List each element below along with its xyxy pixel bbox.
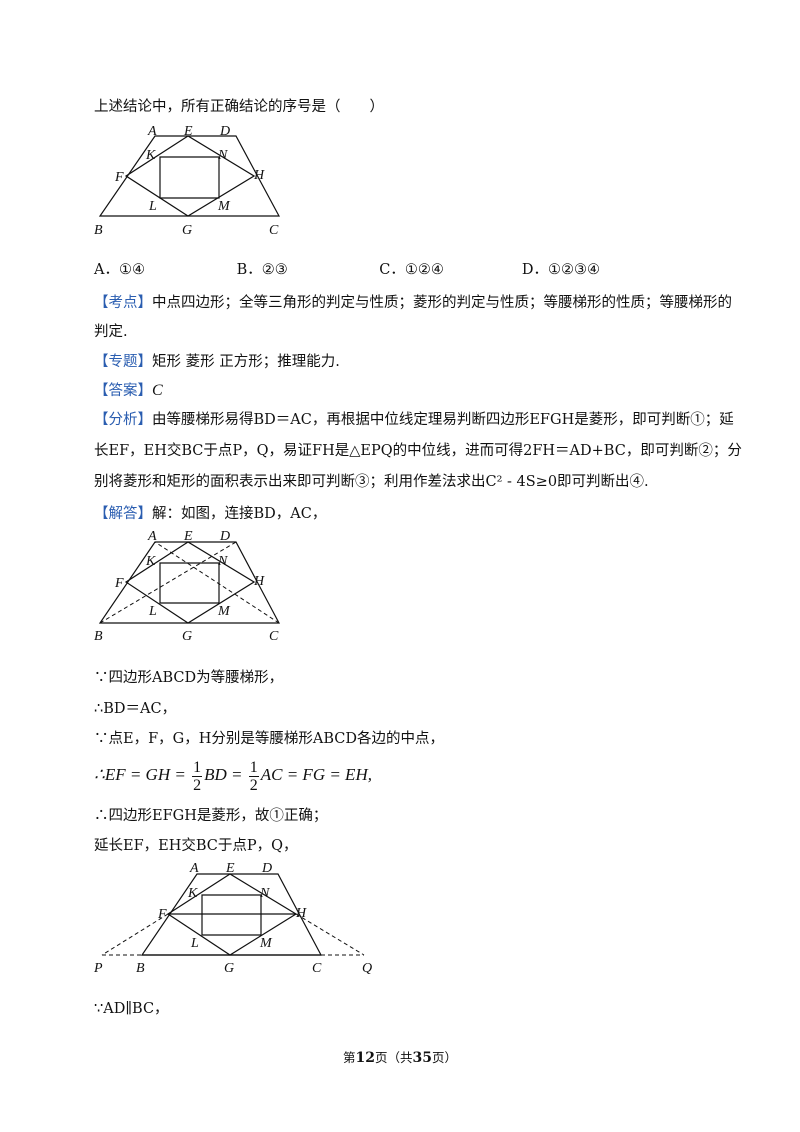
label-B: B bbox=[94, 223, 103, 238]
label-F-3: F bbox=[157, 907, 167, 922]
kaodian-tag: 【考点】 bbox=[94, 295, 152, 311]
answer-value: C bbox=[152, 382, 163, 399]
options-row: A．①④ B．②③ C．①②④ D．①②③④ bbox=[94, 260, 600, 280]
label-A-2: A bbox=[147, 529, 157, 544]
kaodian-line: 【考点】中点四边形；全等三角形的判定与性质；菱形的判定与性质；等腰梯形的性质；等… bbox=[94, 293, 732, 313]
question-stem: 上述结论中，所有正确结论的序号是（ ） bbox=[94, 99, 384, 115]
label-C-2: C bbox=[269, 629, 279, 644]
solution-tag: 【解答】 bbox=[94, 506, 152, 522]
label-C-3: C bbox=[312, 961, 322, 976]
label-D-2: D bbox=[219, 529, 230, 544]
analysis-tag: 【分析】 bbox=[94, 412, 152, 428]
label-A: A bbox=[147, 124, 157, 139]
kaodian-text2: 判定. bbox=[94, 324, 128, 340]
option-a[interactable]: A．①④ bbox=[94, 262, 145, 278]
label-K-3: K bbox=[187, 886, 198, 901]
option-b[interactable]: B．②③ bbox=[236, 262, 288, 278]
option-c[interactable]: C．①②④ bbox=[379, 262, 444, 278]
label-Q-3: Q bbox=[362, 961, 372, 976]
label-L: L bbox=[148, 199, 157, 214]
solution-step-6: 延长EF，EH交BC于点P，Q， bbox=[94, 838, 298, 854]
label-G-2: G bbox=[182, 629, 192, 644]
label-M-2: M bbox=[217, 604, 231, 619]
answer-tag: 【答案】 bbox=[94, 383, 152, 399]
label-F-2: F bbox=[114, 576, 124, 591]
label-G-3: G bbox=[224, 961, 234, 976]
label-H-3: H bbox=[295, 906, 307, 921]
solution-intro-line: 【解答】解：如图，连接BD，AC， bbox=[94, 506, 327, 522]
page-footer: 第12页（共35页） bbox=[342, 1050, 457, 1066]
label-B-3: B bbox=[136, 961, 145, 976]
label-L-3: L bbox=[190, 936, 199, 951]
figure-trapezoid-1: A E D K N F H L M B G C bbox=[94, 124, 281, 238]
solution-step-7: ∵AD∥BC， bbox=[94, 1001, 169, 1017]
label-N-2: N bbox=[217, 554, 228, 569]
label-M-3: M bbox=[259, 936, 273, 951]
label-G: G bbox=[182, 223, 192, 238]
label-P-3: P bbox=[93, 961, 103, 976]
analysis-line-3: 别将菱形和矩形的面积表示出来即可判断③；利用作差法求出C² - 4S≥0即可判断… bbox=[94, 474, 649, 490]
label-F: F bbox=[114, 170, 124, 185]
label-H: H bbox=[253, 168, 265, 183]
solution-step-3: ∵点E，F，G，H分别是等腰梯形ABCD各边的中点， bbox=[94, 731, 444, 747]
label-A-3: A bbox=[189, 861, 199, 876]
label-K-2: K bbox=[145, 554, 156, 569]
zhuanti-text: 矩形 菱形 正方形；推理能力. bbox=[152, 354, 340, 370]
page-number: 12 bbox=[355, 1050, 375, 1066]
label-H-2: H bbox=[253, 574, 265, 589]
label-M: M bbox=[217, 199, 231, 214]
label-L-2: L bbox=[148, 604, 157, 619]
label-E-2: E bbox=[183, 529, 193, 544]
analysis-line-2: 长EF，EH交BC于点P，Q，易证FH是△EPQ的中位线，进而可得2FH＝AD+… bbox=[94, 443, 742, 459]
label-N-3: N bbox=[259, 886, 270, 901]
option-d[interactable]: D．①②③④ bbox=[521, 262, 600, 278]
label-D: D bbox=[219, 124, 230, 139]
label-C: C bbox=[269, 223, 279, 238]
figure-trapezoid-2: A E D K N F H L M B G C bbox=[94, 529, 280, 644]
figure-trapezoid-3: A E D K N F H L M P B G C Q bbox=[93, 861, 372, 976]
page-total: 35 bbox=[412, 1050, 432, 1066]
label-E-3: E bbox=[225, 861, 235, 876]
answer-line: 【答案】C bbox=[94, 381, 163, 401]
label-E: E bbox=[183, 124, 193, 139]
solution-step-5: ∴四边形EFGH是菱形，故①正确； bbox=[94, 808, 328, 824]
kaodian-text: 中点四边形；全等三角形的判定与性质；菱形的判定与性质；等腰梯形的性质；等腰梯形的 bbox=[152, 295, 732, 311]
label-N: N bbox=[217, 148, 228, 163]
solution-step-1: ∵四边形ABCD为等腰梯形， bbox=[94, 670, 284, 686]
analysis-line-1: 【分析】由等腰梯形易得BD＝AC，再根据中位线定理易判断四边形EFGH是菱形，即… bbox=[94, 412, 734, 428]
label-B-2: B bbox=[94, 629, 103, 644]
solution-step-2: ∴BD＝AC， bbox=[94, 701, 177, 717]
label-K: K bbox=[145, 148, 156, 163]
zhuanti-tag: 【专题】 bbox=[94, 354, 152, 370]
label-D-3: D bbox=[261, 861, 272, 876]
zhuanti-line: 【专题】矩形 菱形 正方形；推理能力. bbox=[94, 352, 340, 372]
